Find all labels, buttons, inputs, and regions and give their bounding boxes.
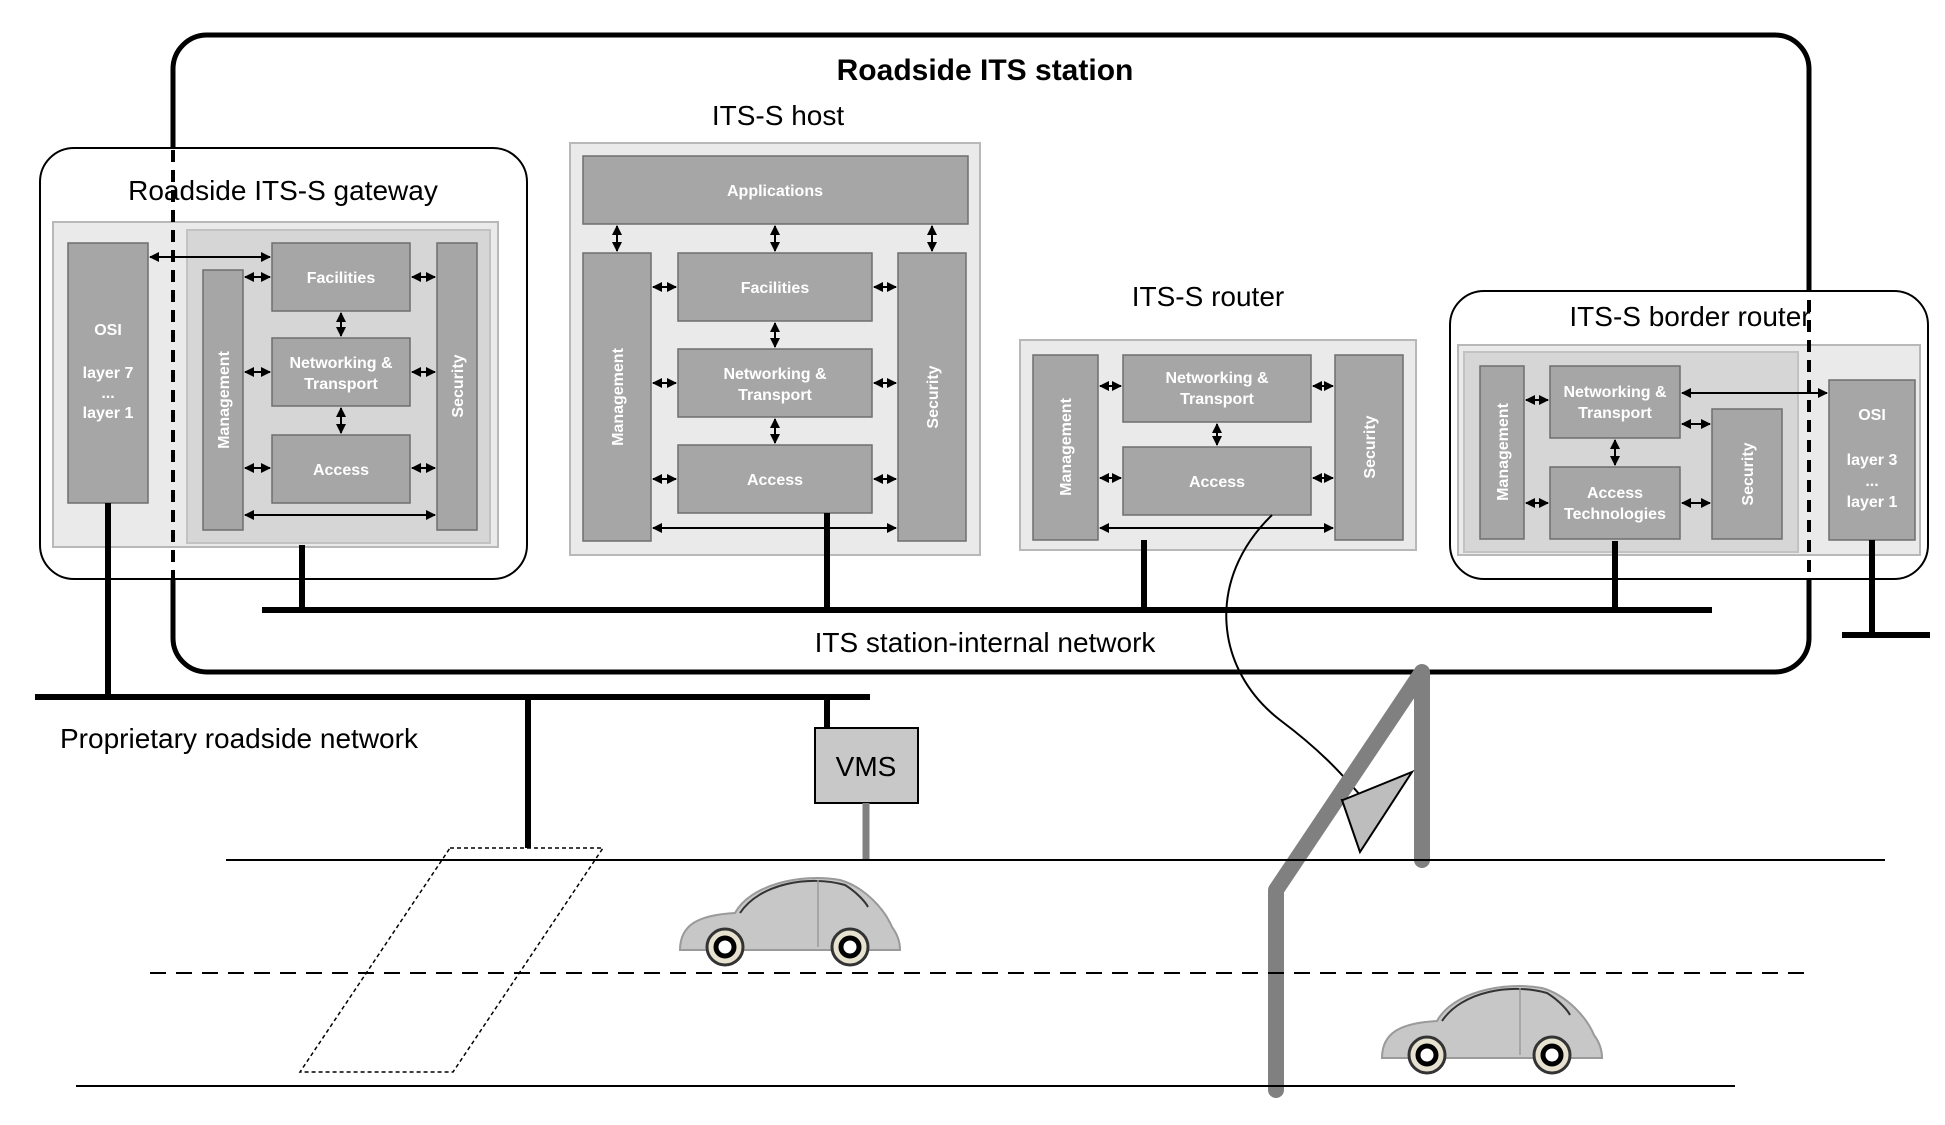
host-security-label: Security <box>925 365 942 428</box>
internal-network-label: ITS station-internal network <box>815 627 1157 658</box>
border-router-networking-line2: Transport <box>1578 405 1652 422</box>
roadside-gantry <box>1268 664 1430 1098</box>
host-access-block <box>677 444 873 514</box>
vms-label: VMS <box>836 751 897 782</box>
border-router-access-line2: Technologies <box>1564 506 1666 523</box>
host-facilities-label: Facilities <box>741 280 810 297</box>
its-s-border-router: ITS-S border router Management Networkin… <box>1449 290 1929 580</box>
roadside-its-s-gateway: Roadside ITS-S gateway OSI layer 7 ... l… <box>39 147 528 580</box>
gateway-access-label: Access <box>313 462 369 479</box>
gateway-networking-line1: Networking & <box>289 355 393 372</box>
router-access-label: Access <box>1189 474 1245 491</box>
router-management-block <box>1032 354 1099 541</box>
host-management-block <box>582 252 652 542</box>
router-management-label: Management <box>1058 397 1075 495</box>
border-router-access-block <box>1549 466 1681 540</box>
gateway-osi-top: layer 7 <box>83 365 134 382</box>
gateway-facilities-block <box>271 242 411 312</box>
gateway-management-block <box>202 269 244 531</box>
its-s-router: ITS-S router Management Networking & Tra… <box>1019 281 1417 551</box>
host-networking-line1: Networking & <box>723 366 827 383</box>
host-facilities-block <box>677 252 873 322</box>
border-router-networking-line1: Networking & <box>1563 384 1667 401</box>
router-title: ITS-S router <box>1132 281 1284 312</box>
host-applications-block <box>582 155 969 225</box>
router-networking-block <box>1122 354 1312 423</box>
border-router-networking-block <box>1549 365 1681 439</box>
border-router-access-line1: Access <box>1587 485 1643 502</box>
host-title: ITS-S host <box>712 100 844 131</box>
border-router-title: ITS-S border router <box>1569 301 1810 332</box>
gateway-networking-line2: Transport <box>304 376 378 393</box>
gateway-osi-bottom: layer 1 <box>83 405 134 422</box>
gateway-management-label: Management <box>216 350 233 448</box>
vms-sign <box>814 727 919 804</box>
host-access-label: Access <box>747 472 803 489</box>
gateway-osi-title: OSI <box>94 322 122 339</box>
router-security-label: Security <box>1362 415 1379 478</box>
border-router-security-block <box>1711 408 1783 540</box>
its-s-host: ITS-S host Applications Management Facil… <box>569 100 981 556</box>
router-access-block <box>1122 446 1312 516</box>
gateway-facilities-label: Facilities <box>307 270 376 287</box>
proprietary-network-label: Proprietary roadside network <box>60 723 419 754</box>
border-router-management-block <box>1479 365 1525 540</box>
gateway-security-block <box>436 242 478 531</box>
router-networking-line1: Networking & <box>1165 370 1269 387</box>
gateway-networking-block <box>271 337 411 407</box>
station-title: Roadside ITS station <box>837 54 1134 87</box>
host-networking-line2: Transport <box>738 387 812 404</box>
border-router-osi-dots: ... <box>1865 473 1878 490</box>
router-security-block <box>1334 354 1404 541</box>
host-management-label: Management <box>610 347 627 445</box>
border-router-osi-title: OSI <box>1858 407 1886 424</box>
road-detection-zone <box>298 847 605 1073</box>
host-security-block <box>897 252 967 542</box>
gateway-security-label: Security <box>450 354 467 417</box>
gateway-osi-dots: ... <box>101 385 114 402</box>
border-router-management-label: Management <box>1495 402 1512 500</box>
border-router-osi-top: layer 3 <box>1847 452 1898 469</box>
vehicle-icon <box>1380 985 1604 1075</box>
host-networking-block <box>677 348 873 418</box>
roadside-antenna <box>1340 769 1415 855</box>
router-antenna-cable <box>1225 514 1361 796</box>
border-router-osi-bottom: layer 1 <box>1847 494 1898 511</box>
gateway-title: Roadside ITS-S gateway <box>128 175 438 206</box>
border-router-security-label: Security <box>1740 442 1757 505</box>
router-networking-line2: Transport <box>1180 391 1254 408</box>
host-applications-label: Applications <box>727 183 823 200</box>
gateway-access-block <box>271 434 411 504</box>
vehicle-icon <box>678 877 902 967</box>
